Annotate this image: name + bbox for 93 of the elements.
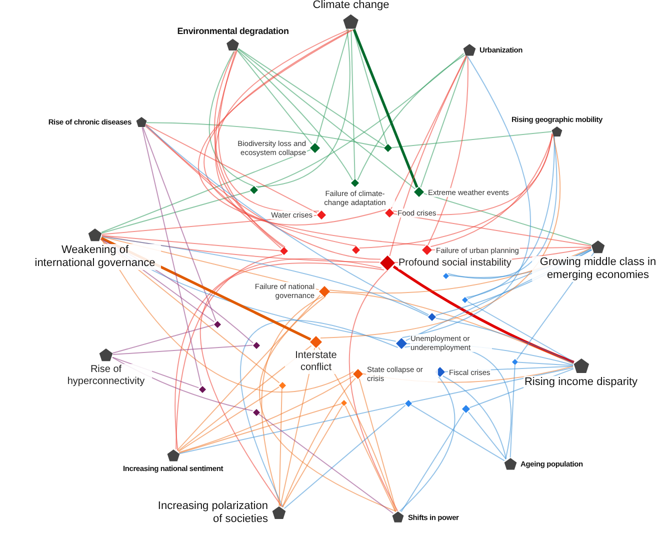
connector-line bbox=[259, 296, 397, 512]
diamond-marker bbox=[252, 408, 260, 416]
connector-line bbox=[392, 213, 592, 246]
connector-line bbox=[352, 29, 388, 145]
connector-line bbox=[176, 294, 321, 451]
diamond-marker bbox=[278, 382, 286, 388]
connector-line bbox=[518, 362, 574, 366]
connector-line bbox=[430, 134, 554, 248]
diamond-marker bbox=[512, 359, 518, 365]
diamond-marker bbox=[214, 320, 220, 328]
connector-line bbox=[510, 364, 516, 458]
connector-line bbox=[344, 405, 396, 512]
connector-line bbox=[467, 301, 574, 362]
diamond-marker bbox=[341, 400, 347, 406]
connector-line bbox=[282, 405, 343, 508]
connector-line bbox=[142, 126, 202, 386]
connector-line bbox=[410, 404, 505, 462]
connector-line bbox=[466, 135, 555, 298]
diamond-marker bbox=[198, 386, 206, 392]
diamond-marker bbox=[462, 297, 468, 303]
connector-line bbox=[145, 124, 381, 260]
connector-line bbox=[101, 149, 311, 233]
connector-line bbox=[358, 378, 397, 512]
connector-line bbox=[256, 53, 464, 188]
connector-line bbox=[402, 56, 532, 338]
connector-line bbox=[236, 49, 353, 180]
connector-line bbox=[208, 50, 254, 186]
diamond-marker bbox=[404, 400, 412, 406]
connector-line bbox=[174, 258, 382, 452]
connector-line bbox=[112, 324, 214, 354]
connector-line bbox=[176, 254, 283, 450]
connector-line bbox=[320, 134, 560, 338]
diamond-marker bbox=[250, 186, 258, 194]
connector-line bbox=[102, 235, 380, 263]
diamond-marker bbox=[443, 273, 449, 279]
connector-line bbox=[178, 386, 280, 452]
connector-line bbox=[390, 55, 467, 210]
connector-line bbox=[328, 292, 574, 364]
connector-line bbox=[410, 367, 574, 403]
connector-line bbox=[238, 48, 386, 146]
trend-label: Rising income disparity bbox=[523, 376, 639, 390]
connector-line bbox=[400, 412, 464, 512]
connector-line bbox=[428, 56, 468, 246]
diamond-marker bbox=[252, 342, 260, 348]
diamond-marker bbox=[352, 246, 360, 254]
connector-line bbox=[236, 50, 312, 145]
connector-line bbox=[145, 124, 318, 214]
connector-line bbox=[357, 54, 466, 180]
connector-line bbox=[420, 56, 468, 188]
connector-line bbox=[178, 403, 342, 454]
diamond-marker bbox=[462, 405, 470, 413]
connector-line bbox=[146, 122, 384, 148]
connector-line bbox=[258, 414, 394, 514]
connector-line bbox=[240, 320, 398, 508]
trend-label: Climate change bbox=[312, 0, 390, 12]
connector-line bbox=[278, 388, 282, 506]
connector-line bbox=[102, 235, 280, 252]
connector-line bbox=[392, 131, 552, 148]
connector-line bbox=[101, 236, 429, 317]
risk-label: Profound social instability bbox=[398, 257, 512, 269]
connector-line bbox=[392, 265, 574, 364]
connector-line bbox=[145, 124, 430, 316]
connector-line bbox=[284, 404, 406, 509]
connector-line bbox=[349, 270, 398, 512]
connector-line bbox=[350, 30, 356, 180]
connector-line bbox=[100, 238, 354, 393]
connector-line bbox=[316, 29, 350, 144]
connector-line bbox=[358, 133, 553, 248]
connector-line bbox=[468, 412, 506, 460]
connector-line bbox=[214, 50, 284, 248]
connector-line bbox=[144, 125, 282, 249]
connector-line bbox=[112, 344, 253, 355]
connector-line bbox=[142, 126, 216, 322]
diamond-marker bbox=[280, 247, 288, 255]
connector-line bbox=[352, 28, 418, 188]
connector-line bbox=[214, 49, 386, 226]
connector-line bbox=[435, 318, 574, 364]
connector-line bbox=[261, 296, 324, 507]
connector-line bbox=[178, 376, 354, 453]
connector-line bbox=[178, 403, 406, 454]
connector-line bbox=[200, 262, 384, 508]
connector-line bbox=[423, 193, 592, 246]
connector-line bbox=[238, 48, 416, 190]
connector-line bbox=[399, 376, 456, 512]
connector-line bbox=[282, 378, 356, 508]
connector-line bbox=[442, 376, 507, 460]
connector-line bbox=[198, 29, 426, 246]
connector-line bbox=[101, 190, 251, 234]
diamond-marker bbox=[428, 313, 436, 321]
trend-label: Environmental degradation bbox=[176, 26, 290, 36]
connector-line bbox=[256, 28, 350, 187]
connector-line bbox=[389, 56, 468, 256]
diamond-marker bbox=[384, 144, 392, 152]
